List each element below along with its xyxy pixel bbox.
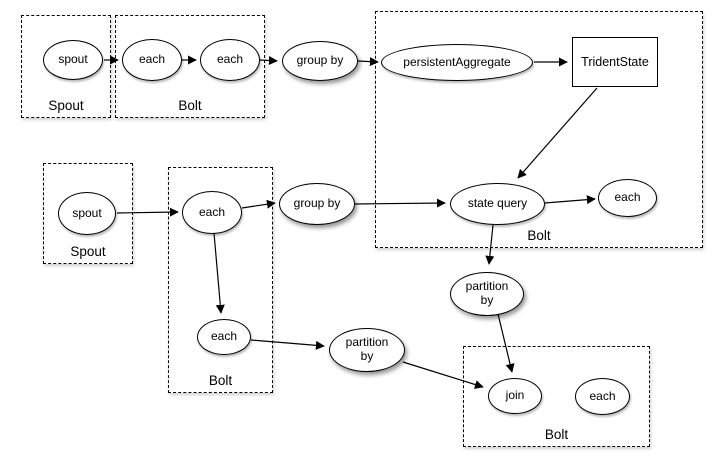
node-partition-by-lower: partition by bbox=[329, 328, 405, 372]
node-each-top-2: each bbox=[200, 39, 260, 81]
container-label: Spout bbox=[48, 97, 84, 113]
node-each-middle: each bbox=[182, 191, 242, 234]
node-each-top-1: each bbox=[122, 39, 182, 81]
container-label: Bolt bbox=[178, 97, 202, 113]
node-spout-middle: spout bbox=[58, 192, 116, 235]
node-join: join bbox=[488, 378, 542, 414]
container-label: Bolt bbox=[208, 372, 233, 388]
container-label: Bolt bbox=[544, 426, 569, 442]
node-each-right: each bbox=[598, 179, 657, 217]
container-label: Spout bbox=[70, 243, 106, 259]
node-spout-top: spout bbox=[43, 40, 103, 80]
node-trident-state: TridentState bbox=[572, 37, 658, 87]
node-each-bottom: each bbox=[575, 378, 630, 415]
node-group-by-middle: group by bbox=[279, 183, 355, 225]
node-state-query: state query bbox=[450, 183, 545, 225]
node-group-by-top: group by bbox=[282, 41, 358, 81]
container-label: Bolt bbox=[527, 227, 551, 243]
node-each-lower: each bbox=[197, 319, 251, 355]
node-persistent-aggregate: persistentAggregate bbox=[381, 44, 533, 81]
node-partition-by-upper: partition by bbox=[450, 272, 524, 316]
